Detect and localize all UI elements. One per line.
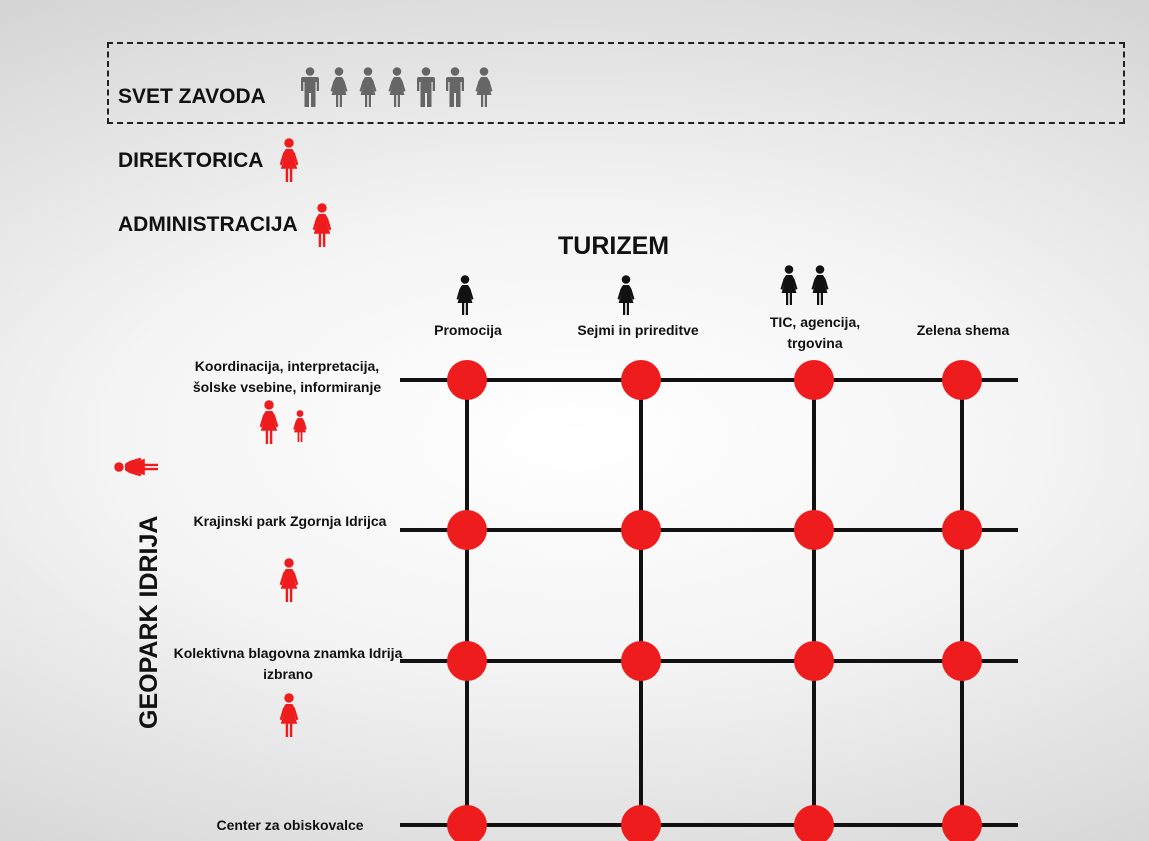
- matrix-node-r3-c1: [447, 641, 487, 681]
- matrix-node-r4-c1: [447, 805, 487, 841]
- row-label-krajinski-park: Krajinski park Zgornja Idrijca: [193, 513, 387, 529]
- matrix-node-r4-c2: [621, 805, 661, 841]
- board-label: SVET ZAVODA: [118, 85, 266, 108]
- matrix-node-r1-c4: [942, 360, 982, 400]
- row-label-blagovna-znamka: Kolektivna blagovna znamka Idrija izbran…: [173, 645, 403, 682]
- board-frame: [107, 42, 1125, 124]
- matrix-node-r4-c4: [942, 805, 982, 841]
- matrix-node-r1-c2: [621, 360, 661, 400]
- matrix-node-r2-c1: [447, 510, 487, 550]
- row-label-center: Center za obiskovalce: [216, 817, 364, 833]
- matrix-node-r4-c3: [794, 805, 834, 841]
- director-label: DIREKTORICA: [118, 149, 264, 172]
- matrix-node-r3-c4: [942, 641, 982, 681]
- matrix-node-r3-c2: [621, 641, 661, 681]
- matrix-node-r1-c1: [447, 360, 487, 400]
- matrix-node-r2-c3: [794, 510, 834, 550]
- column-label-tic: TIC, agencija, trgovina: [769, 314, 861, 351]
- admin-label: ADMINISTRACIJA: [118, 213, 298, 236]
- matrix-node-r2-c4: [942, 510, 982, 550]
- column-label-zelena: Zelena shema: [916, 322, 1010, 338]
- matrix-node-r2-c2: [621, 510, 661, 550]
- tourism-title: TURIZEM: [558, 232, 670, 260]
- column-label-sejmi: Sejmi in prireditve: [577, 322, 699, 338]
- matrix-node-r3-c3: [794, 641, 834, 681]
- matrix-node-r1-c3: [794, 360, 834, 400]
- column-label-promocija: Promocija: [434, 322, 502, 338]
- row-label-koordinacija: Koordinacija, interpretacija, šolske vse…: [192, 358, 382, 395]
